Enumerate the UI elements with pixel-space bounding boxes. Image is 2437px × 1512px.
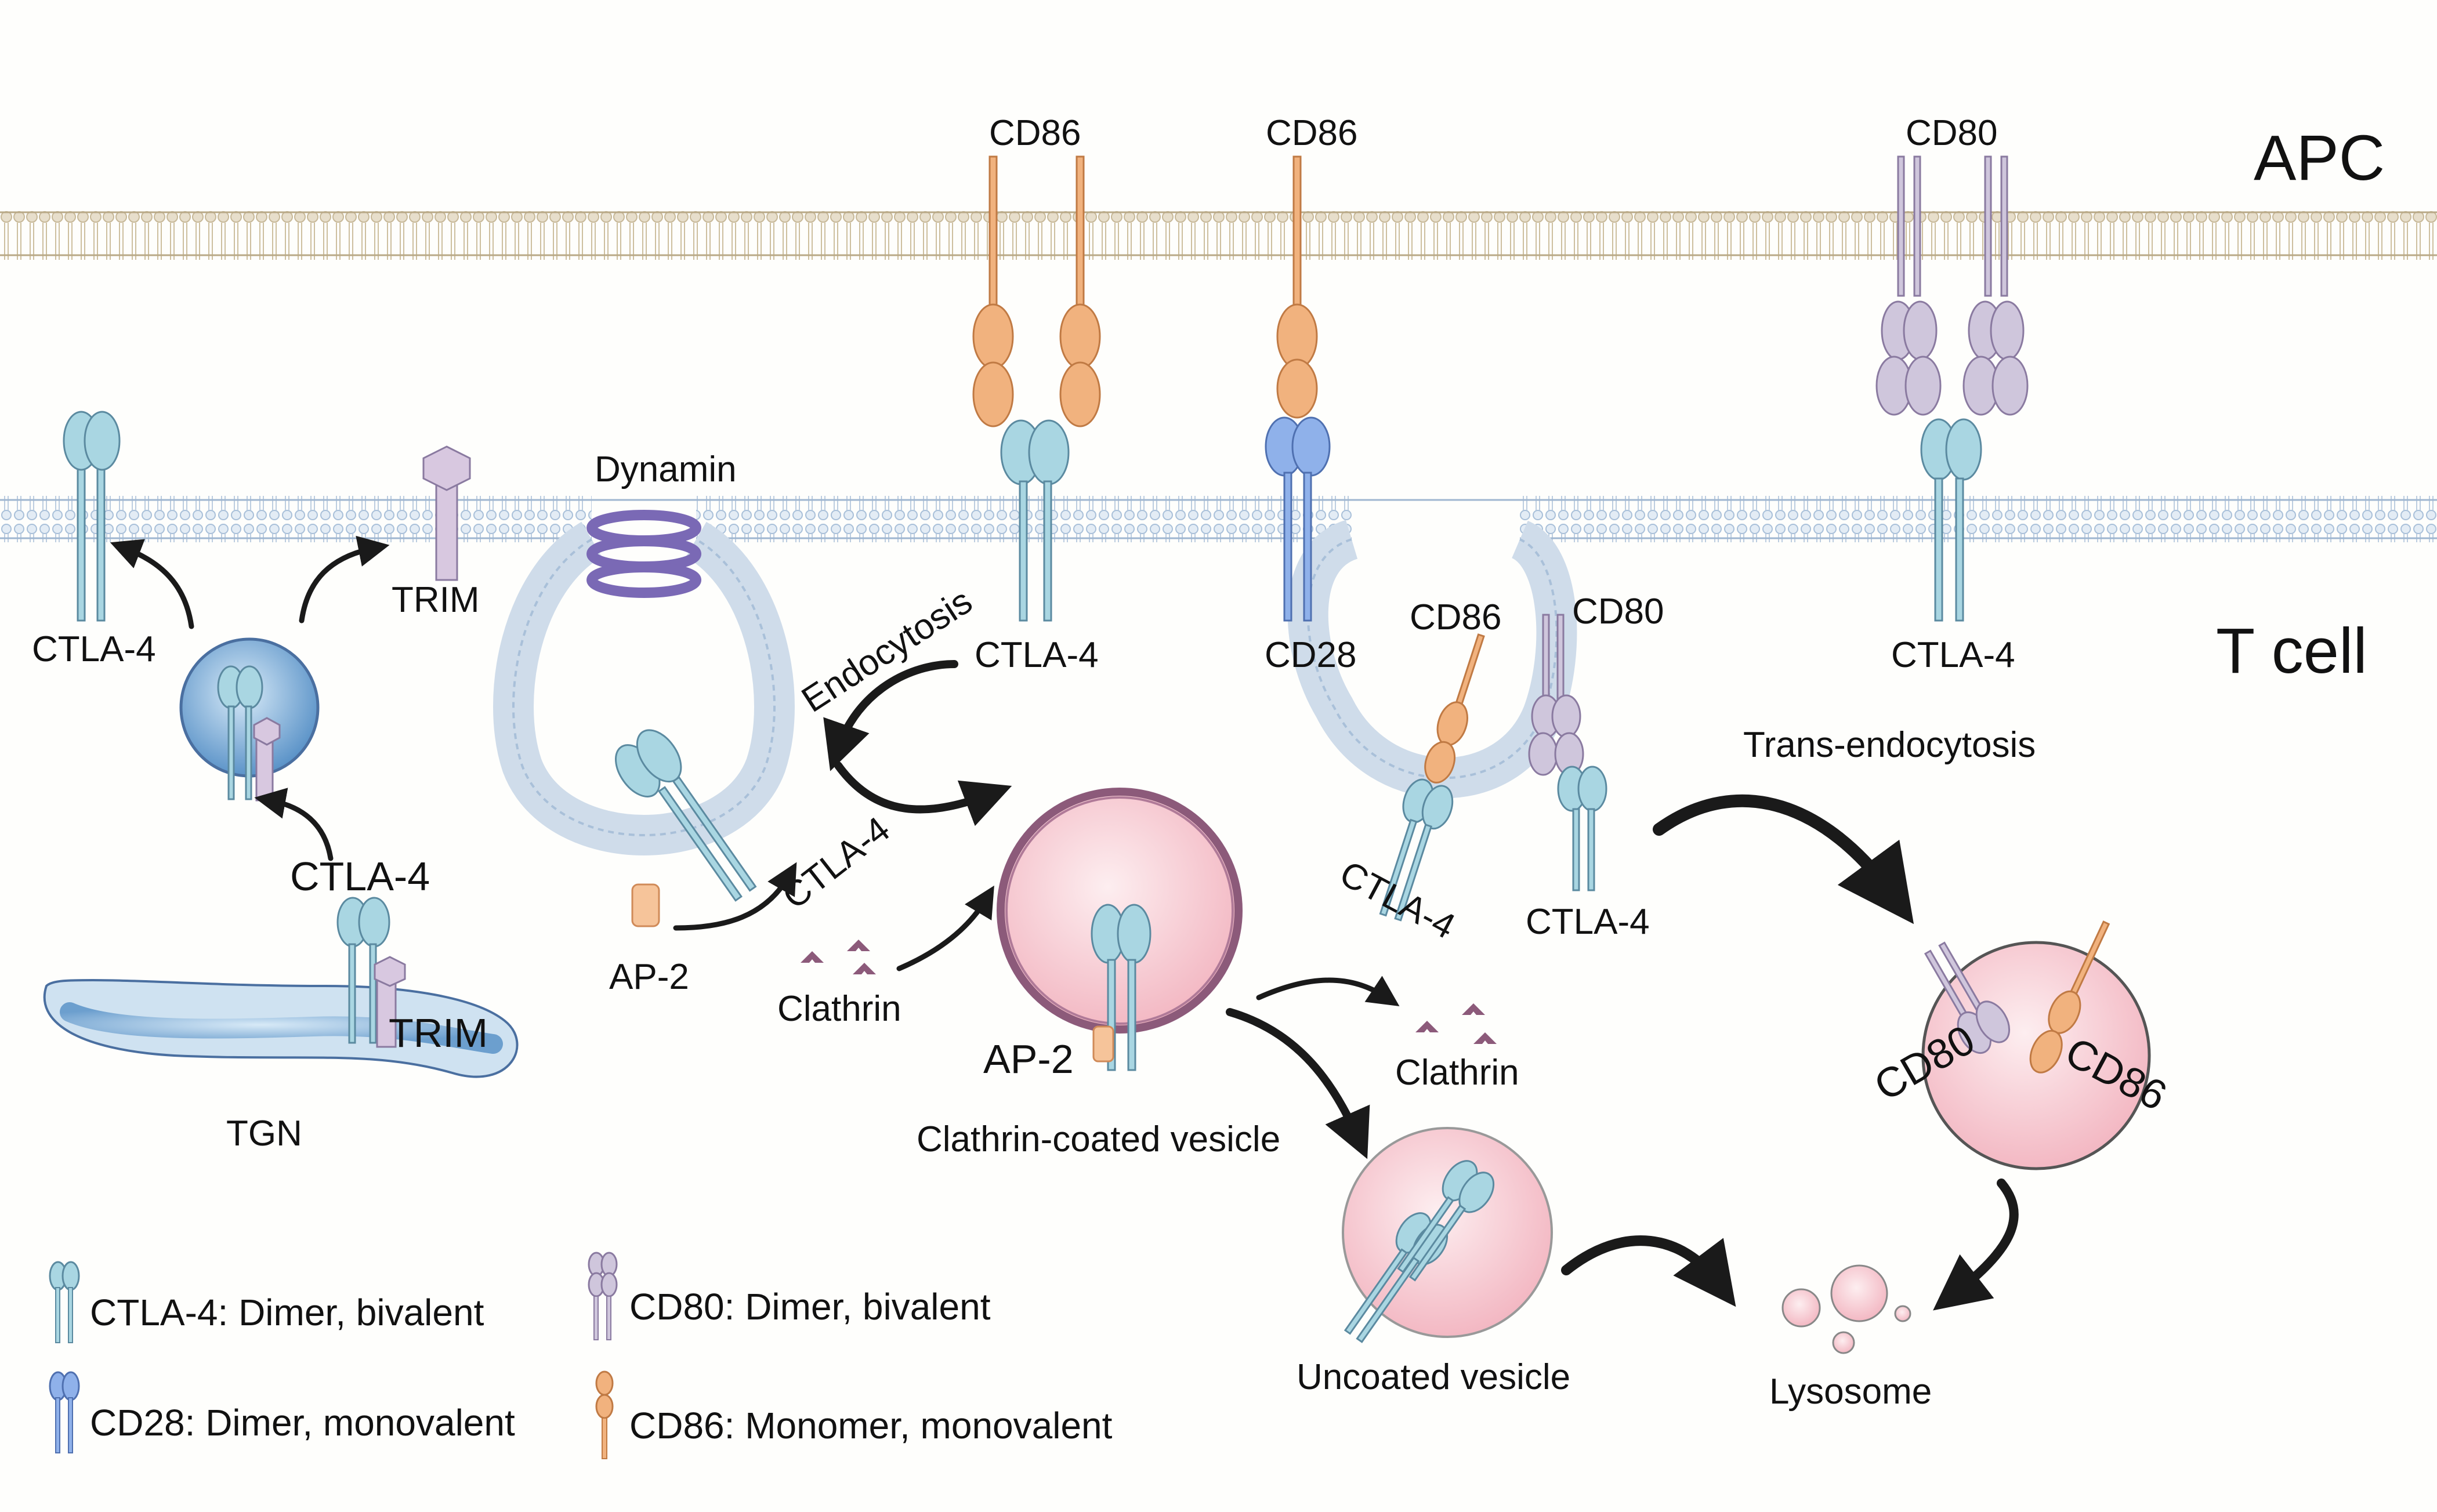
cd28-legend-icon (49, 1371, 80, 1453)
tcell-membrane (0, 496, 2437, 542)
cd86-cd28-complex (1265, 155, 1331, 622)
cd80-ctla4-complex (1875, 155, 2029, 622)
clathrin-coated-vesicle-label: Clathrin-coated vesicle (917, 1119, 1280, 1159)
ctla4-pocket-b-label: CTLA-4 (1526, 902, 1650, 942)
dynamin-label: Dynamin (595, 449, 737, 490)
trim-membrane-icon (422, 445, 471, 581)
pocket-complexes (1379, 614, 1607, 922)
ap2-icon (631, 883, 660, 927)
legend-cd86-text: CD86: Monomer, monovalent (629, 1405, 1113, 1446)
cd86-pocket-label: CD86 (1410, 597, 1502, 637)
dynamin-icon (586, 510, 701, 598)
ap2-small-label: AP-2 (609, 957, 689, 997)
legend-cd80-text: CD80: Dimer, bivalent (629, 1286, 991, 1328)
ctla4-legend-icon (49, 1261, 80, 1343)
pathway-arrows (110, 535, 2019, 1311)
apc-membrane (0, 208, 2437, 260)
legend-item-cd86: CD86: Monomer, monovalent (595, 1370, 1113, 1459)
trans-endocytosis-label: Trans-endocytosis (1743, 725, 2036, 765)
trim-membrane-label: TRIM (392, 580, 480, 620)
cd86-ctla4-complex (972, 155, 1101, 622)
legend-ctla4-text: CTLA-4: Dimer, bivalent (90, 1292, 484, 1333)
legend: CTLA-4: Dimer, bivalent CD28: Dimer, mon… (49, 1252, 1113, 1459)
ctla4-right-label: CTLA-4 (1891, 635, 2015, 675)
tcell-label: T cell (2216, 615, 2367, 687)
ctla4-in-pit (614, 729, 757, 902)
secretory-vesicle (179, 637, 320, 802)
ctla4-vesicle-label: CTLA-4 (775, 809, 897, 917)
cd80-pocket-label: CD80 (1572, 592, 1664, 632)
apc-label: APC (2254, 122, 2385, 194)
endocytosis-label: Endocytosis (795, 581, 979, 720)
endocytic-pit (493, 521, 795, 855)
legend-item-ctla4: CTLA-4: Dimer, bivalent (49, 1261, 484, 1343)
trans-endocytosed-vesicle (1921, 920, 2151, 1170)
ap2-vesicle-label: AP-2 (983, 1036, 1074, 1082)
ctla4-tgn-icon (336, 897, 406, 1048)
cd86-b-label: CD86 (1266, 113, 1358, 153)
clathrin-icon (801, 940, 876, 974)
cd86-a-label: CD86 (989, 113, 1081, 153)
cd86-legend-icon (595, 1370, 614, 1459)
ctla4-left-label: CTLA-4 (32, 629, 156, 669)
cd80-top-label: CD80 (1906, 113, 1998, 153)
cd28-label: CD28 (1265, 635, 1357, 675)
ctla4-mid-label: CTLA-4 (975, 635, 1099, 675)
legend-item-cd80: CD80: Dimer, bivalent (588, 1252, 991, 1340)
cd80-legend-icon (588, 1252, 618, 1340)
tgn-label: TGN (226, 1114, 302, 1154)
trim-tgn-label: TRIM (389, 1010, 488, 1056)
tgn-icon (43, 978, 519, 1078)
lysosome-label: Lysosome (1769, 1372, 1932, 1412)
legend-item-cd28: CD28: Dimer, monovalent (49, 1371, 515, 1453)
legend-cd28-text: CD28: Dimer, monovalent (90, 1402, 515, 1444)
clathrin-right-label: Clathrin (1395, 1053, 1519, 1093)
clathrin-released-icon (1415, 1003, 1497, 1044)
lysosome-icon (1781, 1264, 1911, 1354)
ctla4-receptor-left (63, 411, 121, 622)
clathrin-left-label: Clathrin (777, 989, 901, 1029)
uncoated-vesicle-label: Uncoated vesicle (1297, 1357, 1570, 1397)
ctla4-tgn-label: CTLA-4 (290, 854, 430, 899)
clathrin-coated-vesicle (997, 788, 1243, 1071)
uncoated-vesicle (1342, 1127, 1553, 1343)
